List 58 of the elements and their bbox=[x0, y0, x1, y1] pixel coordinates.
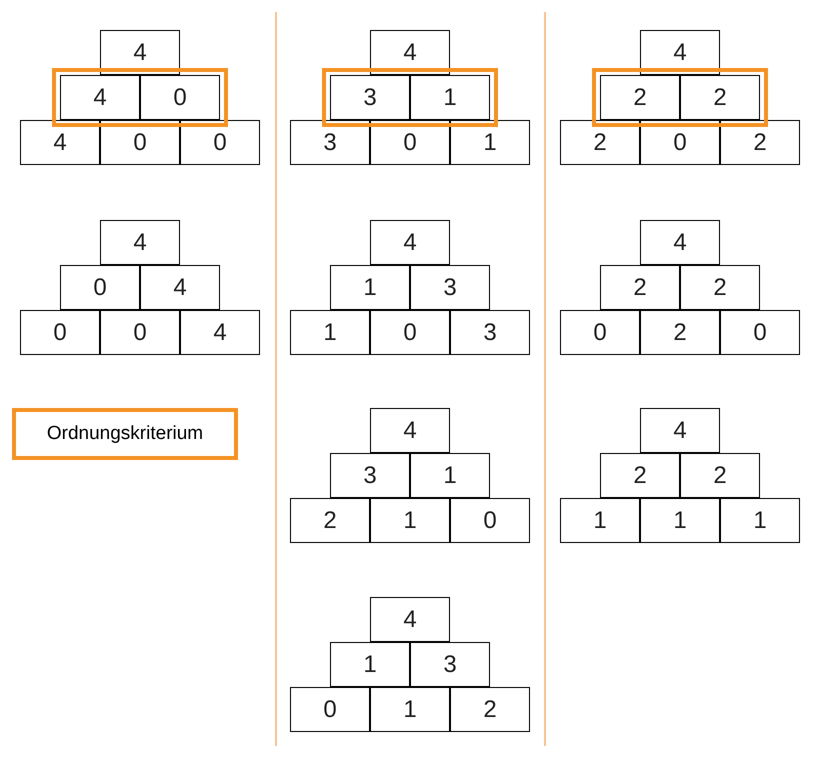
pyramid-cell: 4 bbox=[370, 30, 450, 75]
pyramid-cell: 1 bbox=[410, 75, 490, 120]
pyramid-cell: 2 bbox=[600, 265, 680, 310]
pyramid-cell: 0 bbox=[140, 75, 220, 120]
pyramid-cell: 0 bbox=[450, 498, 530, 543]
pyramid-cell: 1 bbox=[640, 498, 720, 543]
pyramid-cell: 4 bbox=[100, 220, 180, 265]
pyramid-cell: 2 bbox=[560, 120, 640, 165]
pyramid-cell: 2 bbox=[290, 498, 370, 543]
pyramid-cell: 2 bbox=[450, 687, 530, 732]
pyramid-cell: 4 bbox=[60, 75, 140, 120]
pyramid-cell: 4 bbox=[370, 408, 450, 453]
pyramid-cell: 2 bbox=[600, 75, 680, 120]
pyramid-cell: 0 bbox=[180, 120, 260, 165]
pyramid-cell: 3 bbox=[410, 265, 490, 310]
criterion-label: Ordnungskriterium bbox=[12, 408, 238, 460]
pyramid-cell: 1 bbox=[370, 498, 450, 543]
pyramid-cell: 1 bbox=[330, 642, 410, 687]
highlight-frame bbox=[52, 68, 228, 127]
pyramid-cell: 3 bbox=[330, 453, 410, 498]
pyramid-cell: 0 bbox=[60, 265, 140, 310]
pyramid-cell: 1 bbox=[560, 498, 640, 543]
pyramid-cell: 4 bbox=[370, 597, 450, 642]
pyramid-cell: 4 bbox=[370, 220, 450, 265]
pyramid-cell: 0 bbox=[290, 687, 370, 732]
pyramid-cell: 2 bbox=[640, 310, 720, 355]
highlight-frame bbox=[592, 68, 768, 127]
pyramid-cell: 1 bbox=[720, 498, 800, 543]
pyramid-cell: 0 bbox=[560, 310, 640, 355]
pyramid-cell: 0 bbox=[640, 120, 720, 165]
pyramid-cell: 0 bbox=[370, 120, 450, 165]
pyramid-cell: 2 bbox=[680, 265, 760, 310]
pyramid-cell: 4 bbox=[140, 265, 220, 310]
highlight-frame bbox=[322, 68, 498, 127]
pyramid-cell: 2 bbox=[680, 75, 760, 120]
pyramid-cell: 0 bbox=[100, 310, 180, 355]
pyramid-cell: 4 bbox=[180, 310, 260, 355]
pyramid-cell: 4 bbox=[20, 120, 100, 165]
pyramid-cell: 4 bbox=[640, 408, 720, 453]
pyramid-cell: 3 bbox=[290, 120, 370, 165]
pyramid-cell: 2 bbox=[600, 453, 680, 498]
pyramid-cell: 1 bbox=[290, 310, 370, 355]
pyramid-cell: 0 bbox=[100, 120, 180, 165]
pyramid-cell: 1 bbox=[410, 453, 490, 498]
pyramid-cell: 3 bbox=[450, 310, 530, 355]
pyramid-cell: 1 bbox=[450, 120, 530, 165]
pyramid-cell: 3 bbox=[410, 642, 490, 687]
pyramid-cell: 0 bbox=[720, 310, 800, 355]
pyramid-cell: 1 bbox=[330, 265, 410, 310]
pyramid-cell: 4 bbox=[640, 220, 720, 265]
pyramid-cell: 2 bbox=[720, 120, 800, 165]
pyramid-cell: 3 bbox=[330, 75, 410, 120]
pyramid-cell: 0 bbox=[370, 310, 450, 355]
pyramid-cell: 2 bbox=[680, 453, 760, 498]
pyramid-cell: 4 bbox=[100, 30, 180, 75]
pyramid-cell: 4 bbox=[640, 30, 720, 75]
pyramid-cell: 1 bbox=[370, 687, 450, 732]
pyramid-cell: 0 bbox=[20, 310, 100, 355]
